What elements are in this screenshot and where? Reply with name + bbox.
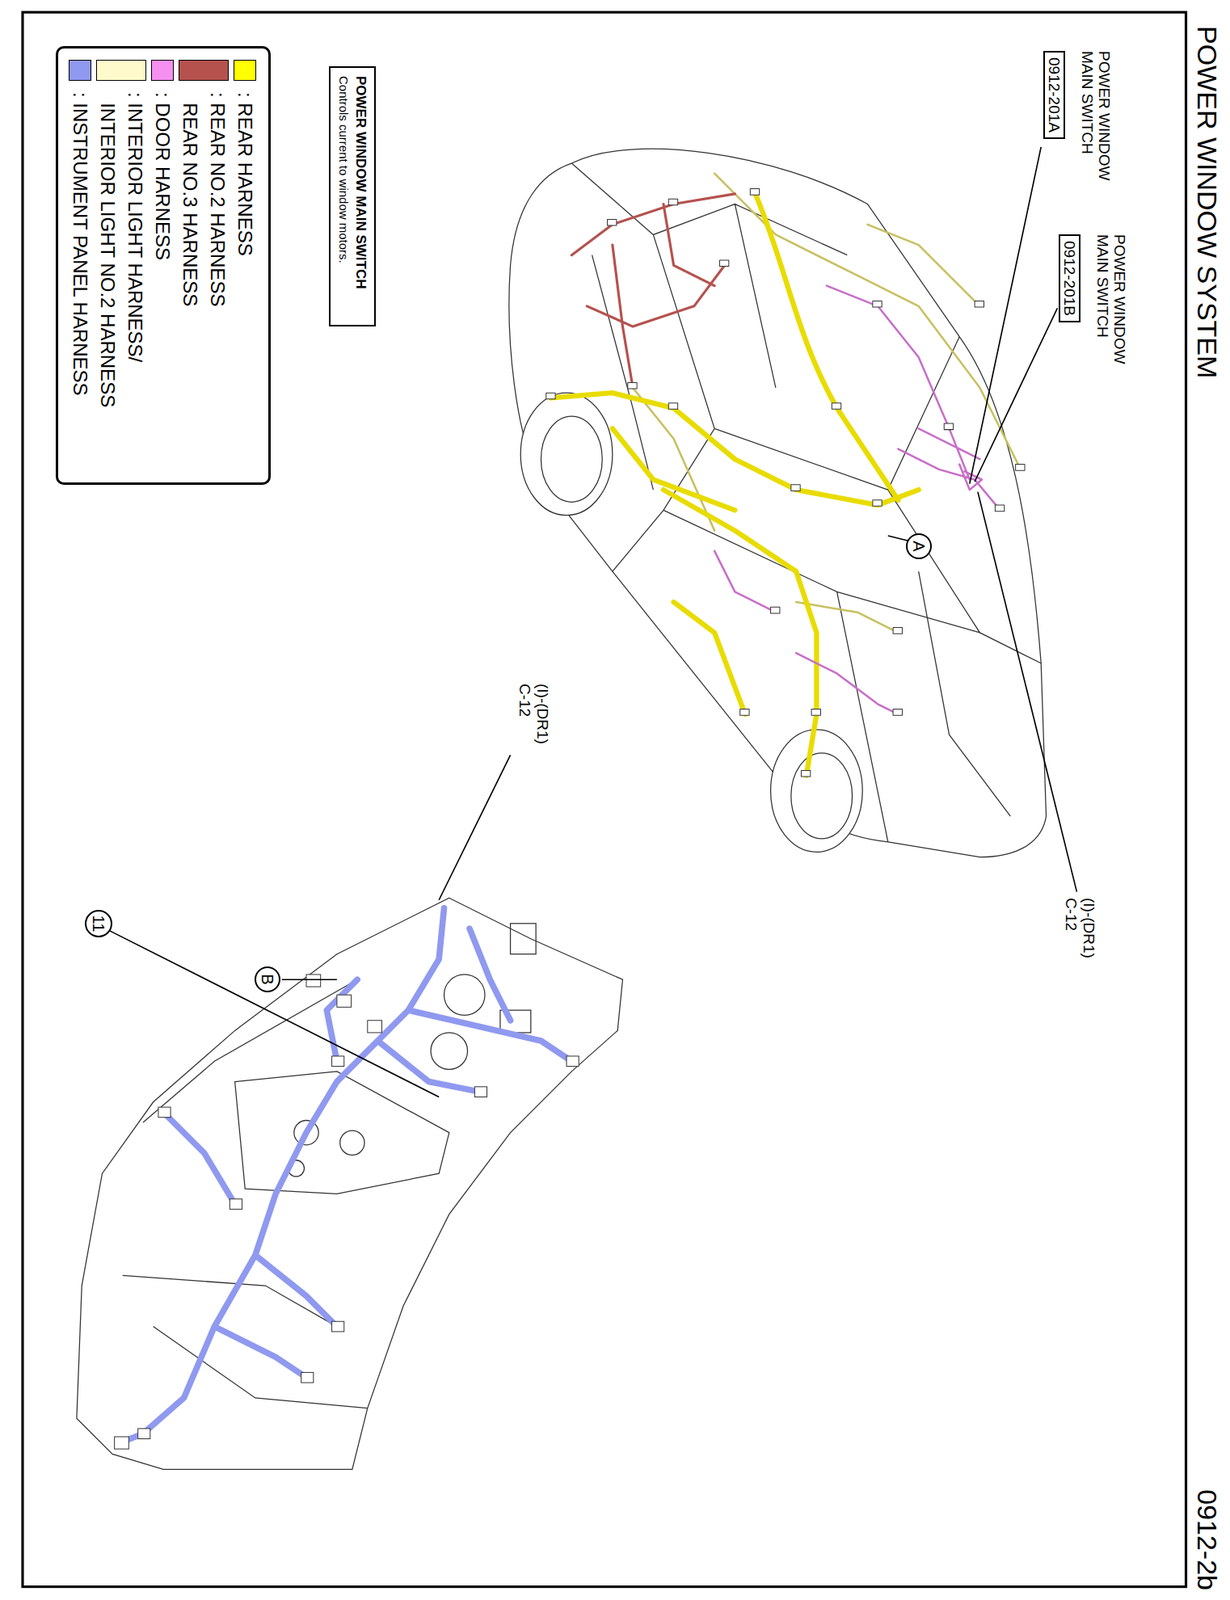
connector-number: 0912-201A: [1043, 50, 1066, 140]
callout-number: B: [259, 973, 276, 985]
legend-row: : INSTRUMENT PANEL HARNESS: [66, 56, 94, 475]
panel-connectors: [114, 974, 580, 1450]
car-body: [509, 148, 1047, 857]
callout-circle: B: [254, 966, 281, 993]
connector-code: (I)-(DR1) C-12: [515, 683, 552, 754]
note-box: POWER WINDOW MAIN SWITCHControls current…: [328, 66, 376, 327]
connector-tag: POWER WINDOW MAIN SWITCH 0912-201B: [1058, 234, 1129, 381]
instrument-panel-harness: [117, 908, 572, 1445]
legend-swatch: [96, 59, 147, 81]
legend-text: : DOOR HARNESS: [148, 92, 177, 433]
legend-swatch: [151, 59, 174, 81]
legend-swatch: [233, 59, 257, 81]
instrument-panel: [76, 897, 624, 1470]
callout-number: 11: [90, 915, 107, 933]
part-name: POWER WINDOW MAIN SWITCH: [1094, 234, 1129, 381]
connector-code: (I)-(DR1) C-12: [1061, 897, 1098, 968]
legend-swatch: [68, 59, 92, 81]
note-body: Controls current to window motors.: [335, 75, 352, 317]
legend-row: : INTERIOR LIGHT HARNESS/ INTERIOR LIGHT…: [93, 56, 149, 475]
page-title: POWER WINDOW SYSTEM: [1192, 25, 1223, 379]
part-name: POWER WINDOW MAIN SWITCH: [1078, 50, 1113, 198]
legend-text: : REAR HARNESS: [231, 92, 259, 433]
page-border: [22, 12, 1187, 1587]
legend-text: : INTERIOR LIGHT HARNESS/ INTERIOR LIGHT…: [93, 92, 149, 433]
callout-number: A: [910, 540, 927, 552]
connector-number: 0912-201B: [1058, 234, 1081, 323]
callout-circle: 11: [84, 909, 113, 938]
legend-swatch: [178, 59, 229, 81]
callout-circle: A: [905, 533, 932, 560]
legend-row: : REAR NO.2 HARNESS REAR NO.3 HARNESS: [176, 56, 232, 475]
legend-row: : DOOR HARNESS: [148, 56, 177, 475]
legend-row: : REAR HARNESS: [231, 56, 259, 475]
legend-text: : INSTRUMENT PANEL HARNESS: [66, 92, 94, 433]
note-heading: POWER WINDOW MAIN SWITCH: [351, 75, 370, 317]
legend-text: : REAR NO.2 HARNESS REAR NO.3 HARNESS: [176, 92, 232, 346]
page-number: 0912-2b: [1191, 1489, 1223, 1591]
connector-tag: POWER WINDOW MAIN SWITCH 0912-201A: [1043, 50, 1113, 198]
car-harness: [546, 173, 1025, 777]
legend-box: : REAR HARNESS: REAR NO.2 HARNESS REAR N…: [55, 46, 271, 485]
